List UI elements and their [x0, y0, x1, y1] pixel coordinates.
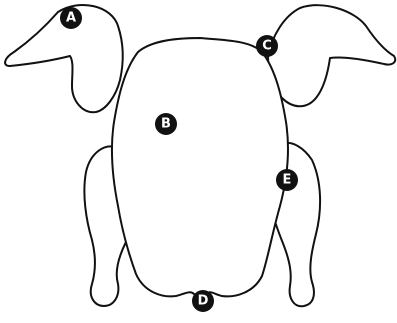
marker-d-label: D [198, 294, 209, 309]
marker-c: C [256, 35, 278, 57]
marker-a: A [60, 7, 82, 29]
chicken-body [112, 38, 288, 297]
marker-a-label: A [66, 11, 76, 26]
marker-c-label: C [262, 39, 272, 54]
marker-b-label: B [161, 117, 171, 132]
right-wing [268, 5, 395, 106]
marker-e-label: E [283, 173, 292, 188]
marker-e: E [276, 169, 298, 191]
marker-d: D [192, 290, 214, 312]
marker-b: B [155, 113, 177, 135]
